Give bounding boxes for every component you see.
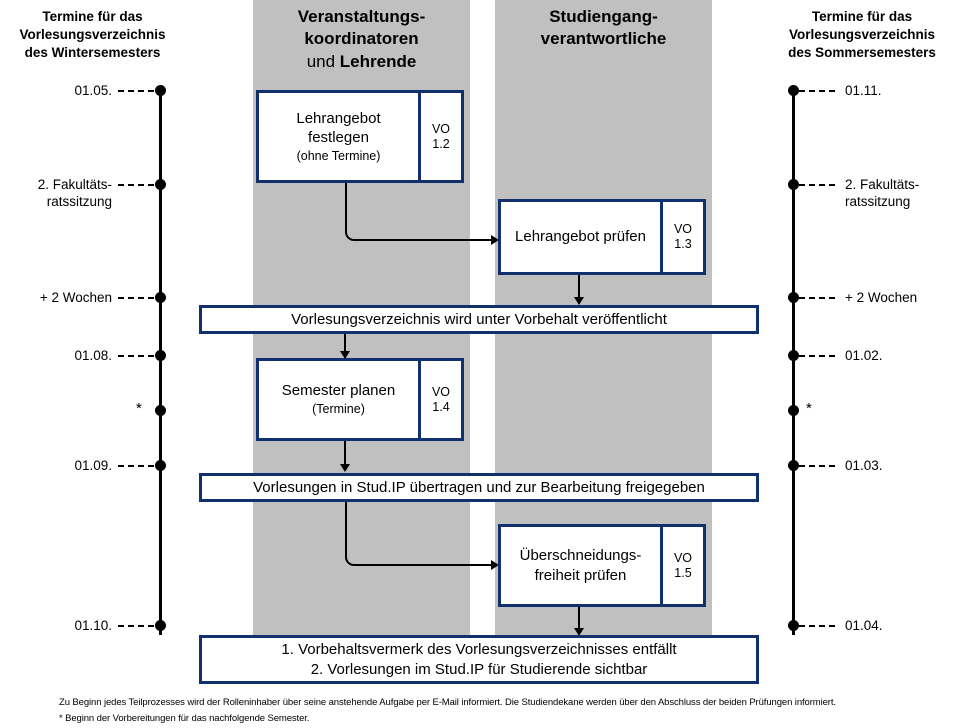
milestone-bar-studip-uebertragen[interactable]: Vorlesungen in Stud.IP übertragen und zu… xyxy=(199,473,759,502)
connector-vo13-to-bar1-arrow xyxy=(574,297,584,305)
left-marker-dash-3 xyxy=(118,355,154,357)
left-marker-dash-5 xyxy=(118,465,154,467)
left-marker-dash-2 xyxy=(118,297,154,299)
milestone-bar-vorbehalt-entfaellt[interactable]: 1. Vorbehaltsvermerk des Vorlesungsverze… xyxy=(199,635,759,684)
process-box-ueberschneidungsfreiheit-pruefen-vo-number: 1.5 xyxy=(674,565,692,580)
process-box-semester-planen-vo-tag: VO 1.4 xyxy=(418,361,461,438)
process-box-lehrangebot-pruefen-vo-tag: VO 1.3 xyxy=(660,202,703,272)
right-marker-dash-5 xyxy=(799,465,835,467)
right-marker-label-0: 01.11. xyxy=(845,83,882,98)
process-box-lehrangebot-festlegen-subtitle: (ohne Termine) xyxy=(296,148,381,163)
process-box-ueberschneidungsfreiheit-pruefen-title: Überschneidungs- freiheit prüfen xyxy=(519,547,642,584)
left-marker-dot-5 xyxy=(155,460,166,471)
connector-vo12-to-vo13-line xyxy=(360,239,493,241)
process-box-semester-planen[interactable]: Semester planen (Termine) VO 1.4 xyxy=(256,358,464,441)
connector-vo15-to-bar3-arrow xyxy=(574,628,584,636)
process-box-ueberschneidungsfreiheit-pruefen-body: Überschneidungs- freiheit prüfen xyxy=(501,527,660,604)
right-marker-dot-4 xyxy=(788,405,799,416)
left-marker-label-6: 01.10. xyxy=(74,618,112,633)
right-marker-dot-2 xyxy=(788,292,799,303)
lane-title-coordinators-line3: und Lehrende xyxy=(253,51,470,73)
right-marker-label-5: 01.03. xyxy=(845,458,883,473)
milestone-bar-vorbehalt-veroeffentlicht[interactable]: Vorlesungsverzeichnis wird unter Vorbeha… xyxy=(199,305,759,334)
process-box-lehrangebot-pruefen-vo-number: 1.3 xyxy=(674,237,692,251)
right-marker-dot-3 xyxy=(788,350,799,361)
process-box-semester-planen-title: Semester planen xyxy=(281,382,396,400)
process-box-lehrangebot-pruefen-vo-label: VO xyxy=(673,222,693,236)
connector-bar2-to-vo15-arrow xyxy=(491,560,499,570)
right-marker-dot-0 xyxy=(788,85,799,96)
connector-bar2-to-vo15-elbow xyxy=(345,502,361,566)
left-marker-dash-0 xyxy=(118,90,154,92)
connector-bar1-to-vo14-arrow xyxy=(340,351,350,359)
connector-vo12-to-vo13-arrow xyxy=(491,235,499,245)
process-box-lehrangebot-pruefen[interactable]: Lehrangebot prüfen VO 1.3 xyxy=(498,199,706,275)
right-marker-label-2: + 2 Wochen xyxy=(845,290,918,305)
process-box-ueberschneidungsfreiheit-pruefen[interactable]: Überschneidungs- freiheit prüfen VO 1.5 xyxy=(498,524,706,607)
connector-vo14-to-bar2-arrow xyxy=(340,464,350,472)
right-timeline-title: Termine für das Vorlesungsverzeichnis de… xyxy=(788,9,936,61)
right-marker-dash-0 xyxy=(799,90,835,92)
connector-vo12-to-vo13-elbow xyxy=(345,182,361,241)
lane-title-program-officers-line2: verantwortliche xyxy=(540,29,667,49)
left-marker-label-0: 01.05. xyxy=(74,83,112,98)
right-marker-dash-6 xyxy=(799,625,835,627)
process-box-semester-planen-vo-number: 1.4 xyxy=(432,399,450,414)
left-marker-dot-0 xyxy=(155,85,166,96)
right-marker-dot-5 xyxy=(788,460,799,471)
process-box-lehrangebot-festlegen-vo-tag: VO 1.2 xyxy=(418,93,461,180)
right-marker-label-3: 01.02. xyxy=(845,348,883,363)
process-box-lehrangebot-pruefen-body: Lehrangebot prüfen xyxy=(501,202,660,272)
process-box-semester-planen-subtitle: (Termine) xyxy=(312,402,365,417)
lane-title-coordinators-lehrende: Lehrende xyxy=(339,51,417,71)
lane-title-coordinators-line1: Veranstaltungs- xyxy=(297,7,426,26)
connector-vo15-to-bar3-line xyxy=(578,607,580,632)
process-box-lehrangebot-festlegen-vo-number: 1.2 xyxy=(432,136,450,151)
left-marker-label-1: 2. Fakultäts- ratssitzung xyxy=(37,177,112,210)
process-box-ueberschneidungsfreiheit-pruefen-vo-label: VO xyxy=(673,550,693,565)
process-box-lehrangebot-festlegen-body: Lehrangebot festlegen (ohne Termine) xyxy=(259,93,418,180)
right-marker-dot-1 xyxy=(788,179,799,190)
right-marker-star-4: * xyxy=(806,400,812,417)
left-marker-label-2: + 2 Wochen xyxy=(39,290,112,305)
left-marker-dot-2 xyxy=(155,292,166,303)
right-marker-label-1: 2. Fakultäts- ratssitzung xyxy=(845,177,920,210)
process-box-lehrangebot-pruefen-title: Lehrangebot prüfen xyxy=(515,228,646,246)
footnote-email-info: Zu Beginn jedes Teilprozesses wird der R… xyxy=(59,697,836,708)
left-marker-dot-6 xyxy=(155,620,166,631)
right-marker-dash-2 xyxy=(799,297,835,299)
left-timeline-axis xyxy=(159,90,162,635)
process-box-semester-planen-body: Semester planen (Termine) xyxy=(259,361,418,438)
connector-vo13-to-bar1-line xyxy=(578,275,580,302)
right-marker-dot-6 xyxy=(788,620,799,631)
right-marker-dash-1 xyxy=(799,184,835,186)
lane-title-coordinators-und: und xyxy=(306,51,340,71)
left-marker-dash-1 xyxy=(118,184,154,186)
connector-vo14-to-bar2-line xyxy=(344,440,346,470)
left-marker-dot-4 xyxy=(155,405,166,416)
connector-bar2-to-vo15-line xyxy=(360,564,493,566)
left-marker-star-4: * xyxy=(136,400,142,417)
left-marker-dash-6 xyxy=(118,625,154,627)
right-marker-dash-3 xyxy=(799,355,835,357)
process-box-semester-planen-vo-label: VO xyxy=(431,384,451,399)
left-marker-label-5: 01.09. xyxy=(74,458,112,473)
left-marker-label-3: 01.08. xyxy=(74,348,112,363)
left-timeline-title: Termine für das Vorlesungsverzeichnis de… xyxy=(19,9,166,61)
footnote-star-explanation: * Beginn der Vorbereitungen für das nach… xyxy=(59,713,310,724)
lane-title-program-officers-line1: Studiengang- xyxy=(549,7,658,26)
process-box-lehrangebot-festlegen[interactable]: Lehrangebot festlegen (ohne Termine) VO … xyxy=(256,90,464,183)
right-timeline-axis xyxy=(792,90,795,635)
process-box-lehrangebot-festlegen-title: Lehrangebot festlegen xyxy=(296,109,381,146)
left-marker-dot-1 xyxy=(155,179,166,190)
right-marker-label-6: 01.04. xyxy=(845,618,883,633)
lane-title-program-officers: Studiengang- verantwortliche xyxy=(495,6,712,51)
process-box-lehrangebot-festlegen-vo-label: VO xyxy=(431,121,451,136)
lane-title-coordinators-line2: koordinatoren xyxy=(304,29,419,49)
lane-title-coordinators: Veranstaltungs- koordinatoren und Lehren… xyxy=(253,6,470,73)
left-marker-dot-3 xyxy=(155,350,166,361)
process-box-ueberschneidungsfreiheit-pruefen-vo-tag: VO 1.5 xyxy=(660,527,703,604)
connector-bar1-to-vo14-line xyxy=(344,333,346,358)
